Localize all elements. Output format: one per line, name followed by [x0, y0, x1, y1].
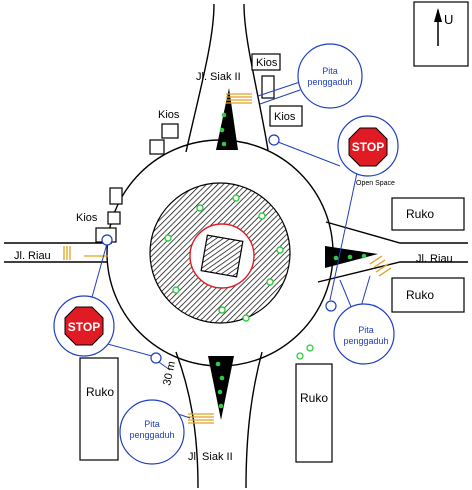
open-space-label: Open Space	[356, 180, 395, 187]
island-trees	[215, 112, 367, 409]
pita-east-word2: penggaduh	[343, 336, 388, 346]
callout-markers	[101, 134, 337, 364]
kios-label-3: Kios	[158, 109, 180, 121]
kios-label-4: Kios	[76, 212, 98, 224]
north-label: U	[444, 12, 453, 27]
pita-east-word1: Pita	[358, 325, 374, 335]
pita-south-word2: penggaduh	[129, 430, 174, 440]
road-label-east: Jl. Riau	[416, 253, 453, 265]
stop-label-west: STOP	[68, 320, 100, 334]
central-trees	[164, 194, 284, 322]
pita-north-word2: penggaduh	[307, 77, 352, 87]
ruko-label-4: Ruko	[300, 391, 328, 405]
ruko-label-1: Ruko	[406, 207, 434, 221]
kios-label-2: Kios	[274, 111, 296, 123]
stop-sign-west: STOP	[53, 295, 115, 357]
monument	[200, 234, 244, 278]
buildings	[79, 1, 469, 463]
north-island	[216, 88, 238, 150]
road-label-south: Jl. Siak II	[188, 451, 233, 463]
pita-north-word1: Pita	[322, 66, 338, 76]
ruko-label-2: Ruko	[406, 288, 434, 302]
stop-sign-east: STOP	[337, 115, 399, 177]
pita-callout-east: Pita penggaduh	[333, 303, 395, 365]
ruko-label-3: Ruko	[86, 385, 114, 399]
distance-label: 30 m	[161, 360, 178, 386]
south-island	[208, 356, 234, 420]
pedestrian-crossings	[63, 93, 392, 424]
road-label-west: Jl. Riau	[14, 250, 51, 262]
stop-label-east: STOP	[352, 140, 384, 154]
north-arrow	[434, 8, 442, 46]
kios-label-1: Kios	[256, 57, 278, 69]
pita-south-word1: Pita	[144, 419, 160, 429]
pita-callout-south: Pita penggaduh	[119, 399, 185, 465]
shrubs	[296, 344, 314, 360]
pita-callout-north: Pita penggaduh	[297, 43, 363, 109]
road-label-north: Jl. Siak II	[196, 71, 241, 83]
